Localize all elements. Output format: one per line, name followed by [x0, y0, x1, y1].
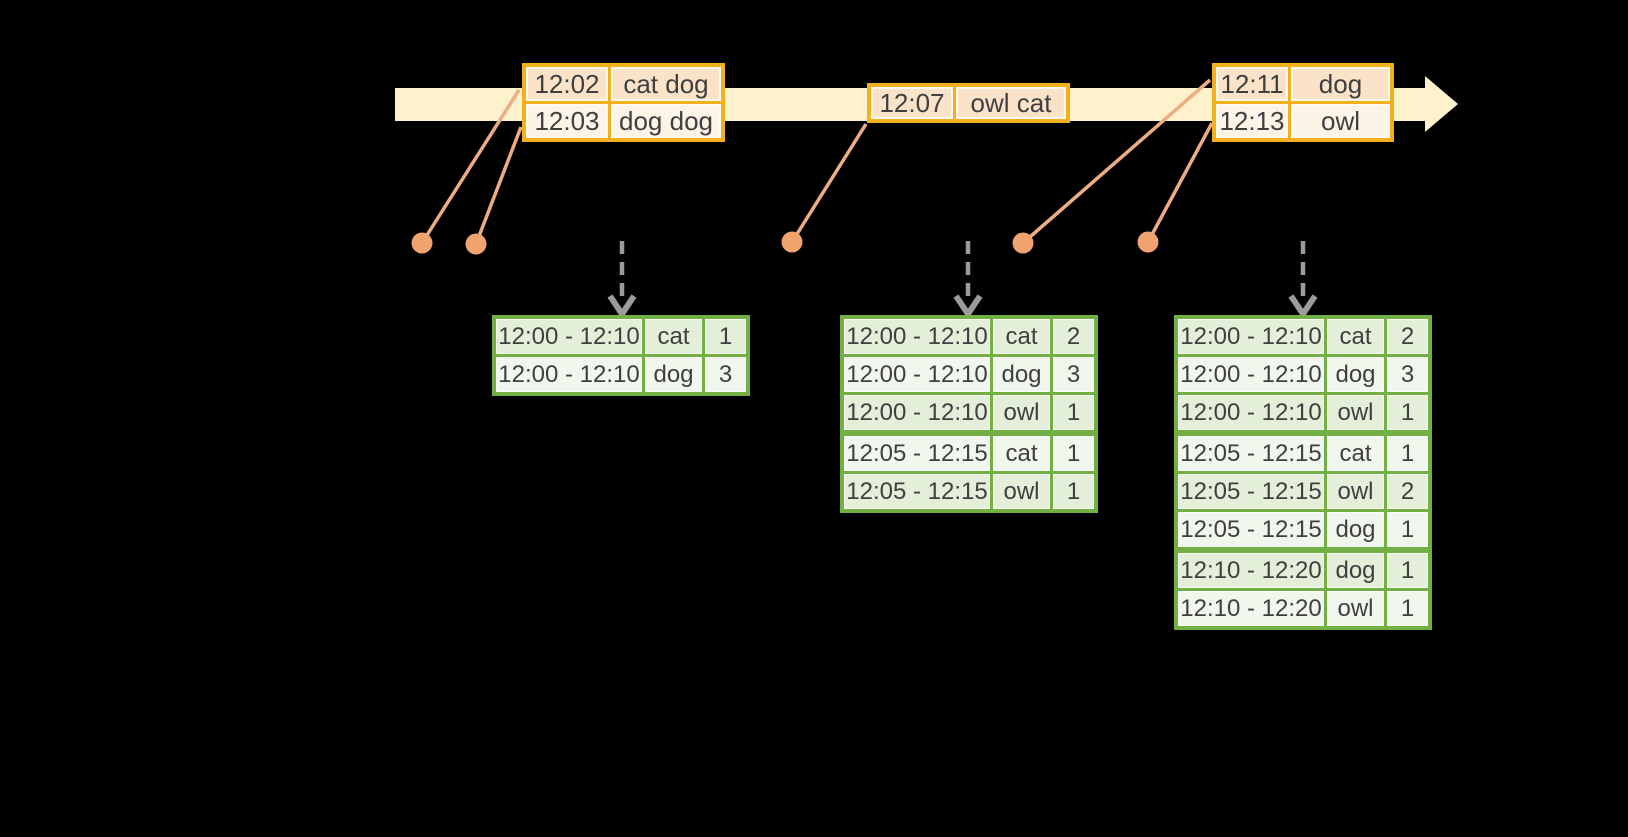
window-cell: 12:10 - 12:20 — [1178, 591, 1324, 626]
event-time-cell: 12:11 — [1216, 67, 1288, 101]
event-dots — [411, 231, 1159, 255]
count-cell: 1 — [1387, 512, 1428, 547]
event-words-cell: owl cat — [956, 87, 1066, 119]
window-cell: 12:05 - 12:15 — [1178, 474, 1324, 509]
window-cell: 12:00 - 12:10 — [844, 319, 990, 354]
word-cell: cat — [645, 319, 702, 354]
word-cell: dog — [1327, 512, 1384, 547]
count-cell: 1 — [1053, 474, 1094, 509]
window-cell: 12:05 - 12:15 — [844, 474, 990, 509]
word-cell: dog — [993, 357, 1050, 392]
event-words-cell: dog dog — [611, 104, 721, 138]
event-words-cell: cat dog — [611, 67, 721, 101]
window-cell: 12:00 - 12:10 — [1178, 395, 1324, 430]
count-cell: 1 — [1387, 436, 1428, 471]
event-time-cell: 12:13 — [1216, 104, 1288, 138]
count-cell: 1 — [1387, 395, 1428, 430]
word-cell: owl — [993, 474, 1050, 509]
event-dot-icon — [1012, 232, 1034, 254]
count-cell: 1 — [1387, 591, 1428, 626]
count-cell: 3 — [1053, 357, 1094, 392]
count-cell: 1 — [705, 319, 746, 354]
window-cell: 12:00 - 12:10 — [844, 357, 990, 392]
trigger-arrowhead-icon — [607, 294, 637, 320]
word-cell: owl — [993, 395, 1050, 430]
event-dot-icon — [1137, 231, 1159, 253]
word-cell: owl — [1327, 591, 1384, 626]
event-dot-icon — [411, 232, 433, 254]
window-cell: 12:00 - 12:10 — [844, 395, 990, 430]
word-cell: dog — [645, 357, 702, 392]
word-cell: cat — [993, 436, 1050, 471]
window-cell: 12:05 - 12:15 — [1178, 436, 1324, 471]
event-connector-line — [474, 126, 523, 245]
event-words-cell: owl — [1291, 104, 1390, 138]
count-cell: 3 — [705, 357, 746, 392]
event-time-cell: 12:03 — [526, 104, 608, 138]
event-connector-line — [1021, 78, 1212, 245]
window-cell: 12:00 - 12:10 — [1178, 357, 1324, 392]
trigger-arrows — [607, 241, 1318, 320]
event-time-cell: 12:07 — [871, 87, 953, 119]
trigger-arrowhead-icon — [953, 294, 983, 320]
word-cell: owl — [1327, 395, 1384, 430]
trigger-arrowhead-icon — [1288, 294, 1318, 320]
timeline-arrowhead-icon — [1425, 76, 1458, 132]
window-cell: 12:00 - 12:10 — [1178, 319, 1324, 354]
event-time-cell: 12:02 — [526, 67, 608, 101]
window-cell: 12:05 - 12:15 — [1178, 512, 1324, 547]
event-connector-line — [790, 123, 868, 243]
event-connector-line — [1146, 122, 1214, 243]
word-cell: cat — [1327, 436, 1384, 471]
event-connector-line — [420, 89, 521, 244]
event-words-cell: dog — [1291, 67, 1390, 101]
word-cell: cat — [1327, 319, 1384, 354]
word-cell: dog — [1327, 357, 1384, 392]
count-cell: 2 — [1387, 319, 1428, 354]
count-cell: 2 — [1387, 474, 1428, 509]
count-cell: 1 — [1053, 436, 1094, 471]
word-cell: owl — [1327, 474, 1384, 509]
window-cell: 12:05 - 12:15 — [844, 436, 990, 471]
event-connector-lines — [420, 78, 1214, 245]
window-cell: 12:10 - 12:20 — [1178, 553, 1324, 588]
word-cell: cat — [993, 319, 1050, 354]
count-cell: 1 — [1387, 553, 1428, 588]
window-cell: 12:00 - 12:10 — [496, 319, 642, 354]
window-cell: 12:00 - 12:10 — [496, 357, 642, 392]
event-dot-icon — [465, 233, 487, 255]
word-cell: dog — [1327, 553, 1384, 588]
count-cell: 3 — [1387, 357, 1428, 392]
count-cell: 1 — [1053, 395, 1094, 430]
count-cell: 2 — [1053, 319, 1094, 354]
event-dot-icon — [781, 231, 803, 253]
